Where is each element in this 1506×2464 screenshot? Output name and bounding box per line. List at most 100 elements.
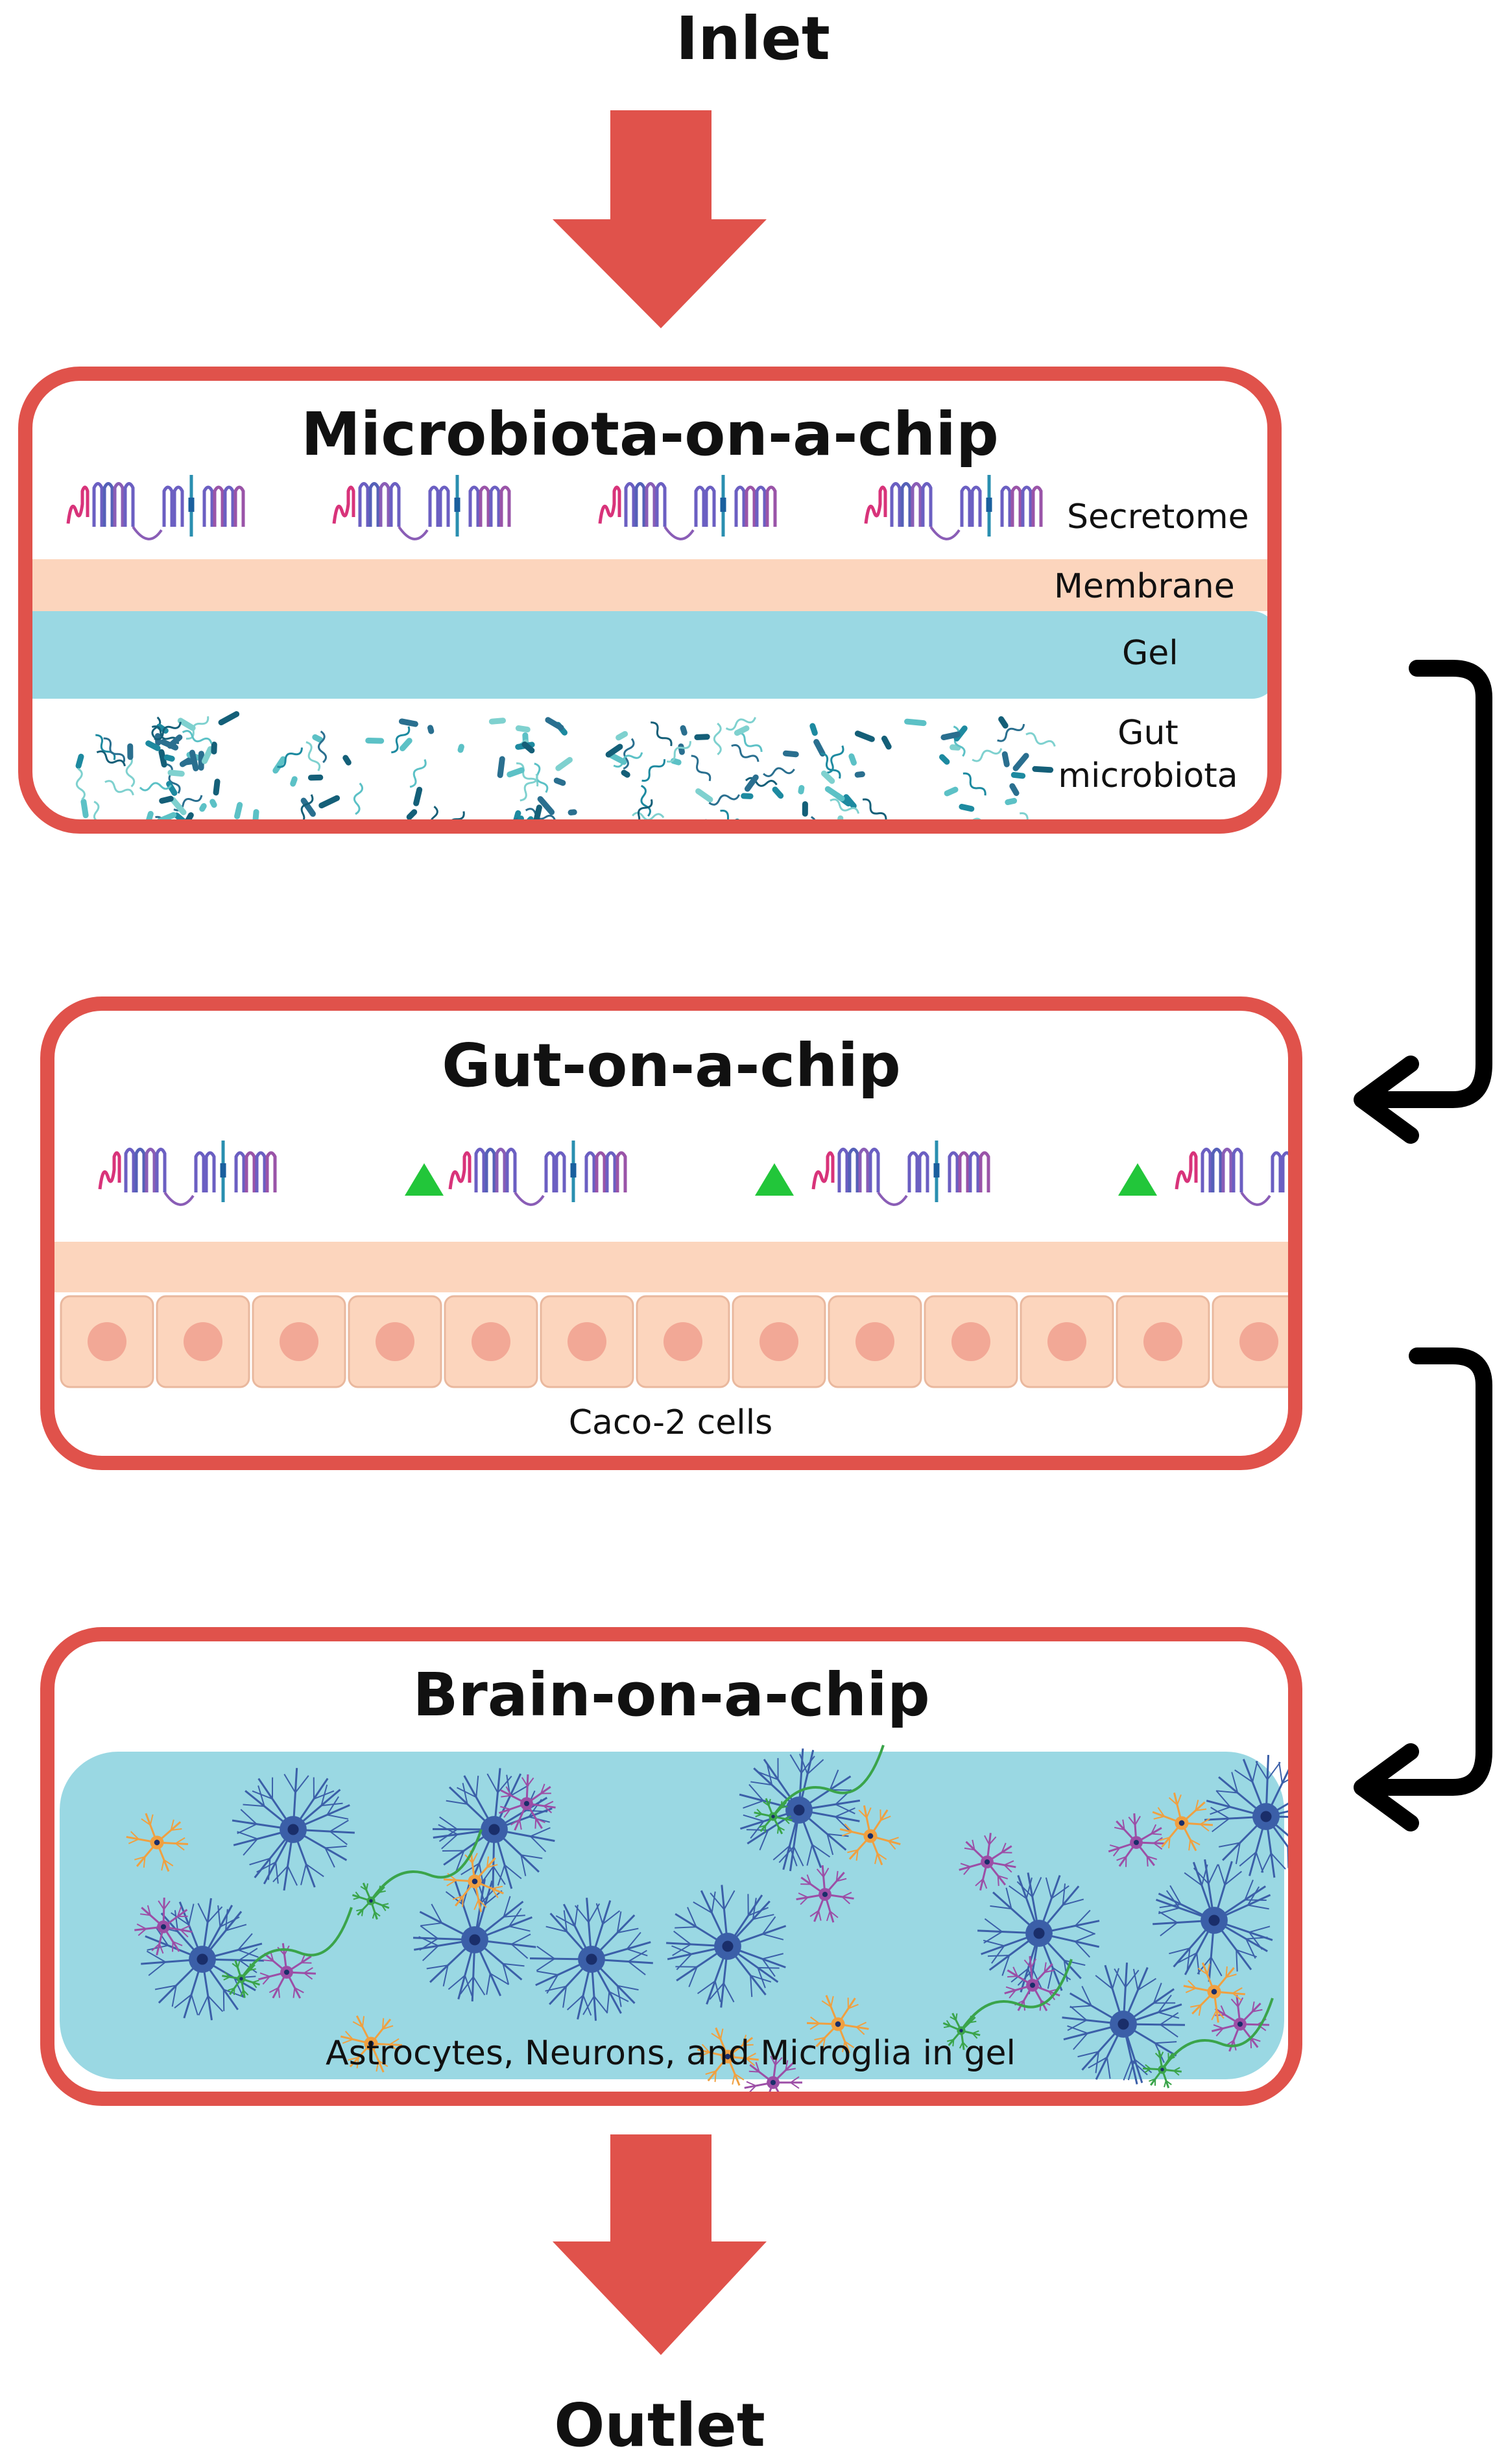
oligodendrocyte bbox=[126, 1813, 189, 1872]
caco2-nucleus bbox=[1047, 1322, 1086, 1361]
bacterium bbox=[166, 763, 181, 794]
secretome-protein bbox=[66, 475, 245, 540]
bacterium bbox=[939, 754, 950, 765]
bacterium bbox=[568, 809, 577, 815]
bacterium bbox=[189, 749, 199, 771]
bacterium bbox=[621, 769, 630, 778]
gel-label: Gel bbox=[1122, 634, 1178, 673]
neuron-soma bbox=[352, 1882, 390, 1920]
bacterium bbox=[398, 718, 418, 727]
microglia bbox=[1108, 1813, 1166, 1867]
bacterium bbox=[167, 769, 185, 777]
bacterium bbox=[173, 812, 186, 819]
bacterium bbox=[809, 723, 818, 736]
bacterium bbox=[75, 753, 84, 769]
secretome-label: Secretome bbox=[1067, 498, 1249, 537]
bacterium bbox=[96, 750, 126, 767]
bacterium bbox=[209, 799, 217, 808]
gel-layer bbox=[32, 611, 1267, 699]
oligodendrocyte bbox=[340, 2015, 403, 2073]
inlet-label: Inlet bbox=[676, 4, 830, 73]
caco2-nucleus bbox=[1239, 1322, 1278, 1361]
bacterium bbox=[640, 784, 651, 817]
bacterium bbox=[702, 819, 721, 829]
bacterium bbox=[798, 785, 805, 795]
astrocyte bbox=[1153, 1859, 1273, 1982]
bacterium bbox=[802, 801, 808, 817]
bacterium bbox=[409, 759, 427, 788]
bacterium bbox=[318, 795, 341, 809]
bacterium bbox=[521, 741, 535, 754]
bacterium bbox=[708, 794, 741, 806]
caco2-cell-layer bbox=[60, 1295, 1288, 1388]
secretome-protein bbox=[598, 475, 777, 540]
astrocyte bbox=[977, 1872, 1100, 1994]
signal-molecule-triangle bbox=[405, 1163, 444, 1196]
bacterium bbox=[305, 741, 321, 771]
bacterium bbox=[555, 756, 573, 771]
gut-membrane-layer bbox=[54, 1242, 1288, 1292]
bacterium bbox=[163, 754, 175, 762]
bacterium bbox=[998, 716, 1009, 729]
bacterium bbox=[691, 755, 711, 782]
bacterium bbox=[1001, 751, 1010, 767]
bacterium bbox=[735, 732, 763, 753]
connector-arrow-1 bbox=[1360, 660, 1492, 1108]
bacterium bbox=[935, 819, 949, 834]
bacterium bbox=[443, 811, 465, 819]
bacterium bbox=[694, 734, 710, 740]
oligodendrocyte bbox=[1152, 1793, 1213, 1852]
bacterium bbox=[641, 759, 665, 782]
bacterium bbox=[744, 774, 759, 792]
bacterium bbox=[545, 717, 564, 731]
microglia bbox=[498, 1774, 556, 1831]
astrocyte bbox=[666, 1885, 787, 2008]
bacterium bbox=[623, 738, 635, 770]
bacterium bbox=[1009, 783, 1020, 796]
bacterium bbox=[813, 739, 826, 757]
astrocyte bbox=[1204, 1755, 1288, 1878]
neuron-soma bbox=[942, 2012, 981, 2050]
bacterium bbox=[820, 770, 835, 784]
bacterium bbox=[516, 815, 524, 819]
bacterium bbox=[300, 797, 316, 817]
bacterium bbox=[616, 731, 628, 741]
microglia bbox=[796, 1865, 854, 1923]
signal-molecule-triangle bbox=[755, 1163, 794, 1196]
bacterium bbox=[507, 767, 525, 778]
caco2-nucleus bbox=[1143, 1322, 1182, 1361]
neuron bbox=[240, 1907, 353, 1980]
bacterium bbox=[166, 780, 178, 796]
outlet-label: Outlet bbox=[554, 2391, 765, 2460]
bacterium bbox=[695, 788, 713, 803]
bacterium bbox=[312, 734, 324, 743]
neuron bbox=[1161, 1998, 1274, 2071]
caco2-cells-label: Caco-2 cells bbox=[568, 1403, 773, 1442]
bacterium bbox=[199, 803, 207, 812]
oligodendrocyte bbox=[839, 1805, 901, 1866]
bacterium bbox=[104, 780, 134, 796]
bacterium bbox=[720, 810, 745, 819]
bacterium bbox=[734, 725, 750, 736]
gut-microbiota-label: Gut microbiota bbox=[1058, 714, 1238, 795]
neuron-soma bbox=[754, 1798, 793, 1835]
bacterium bbox=[1012, 753, 1029, 771]
bacterium bbox=[429, 805, 438, 819]
bacterium bbox=[862, 798, 887, 819]
bacterium bbox=[537, 796, 555, 815]
bacterium bbox=[1032, 766, 1054, 773]
bacterium bbox=[211, 742, 217, 755]
bacterium bbox=[632, 799, 653, 819]
connector-arrowhead-1 bbox=[1354, 1056, 1419, 1144]
membrane-label: Membrane bbox=[1054, 567, 1235, 606]
bacterium bbox=[782, 750, 799, 758]
bacterium bbox=[520, 773, 538, 802]
bacterium bbox=[848, 753, 857, 766]
bacterium bbox=[1005, 797, 1018, 806]
microglia bbox=[959, 1833, 1016, 1891]
bacterium bbox=[854, 771, 865, 778]
connector-arrowhead-2 bbox=[1354, 1743, 1419, 1831]
bacterium bbox=[75, 767, 86, 801]
bacterium bbox=[959, 803, 975, 812]
bacterium bbox=[613, 752, 643, 768]
